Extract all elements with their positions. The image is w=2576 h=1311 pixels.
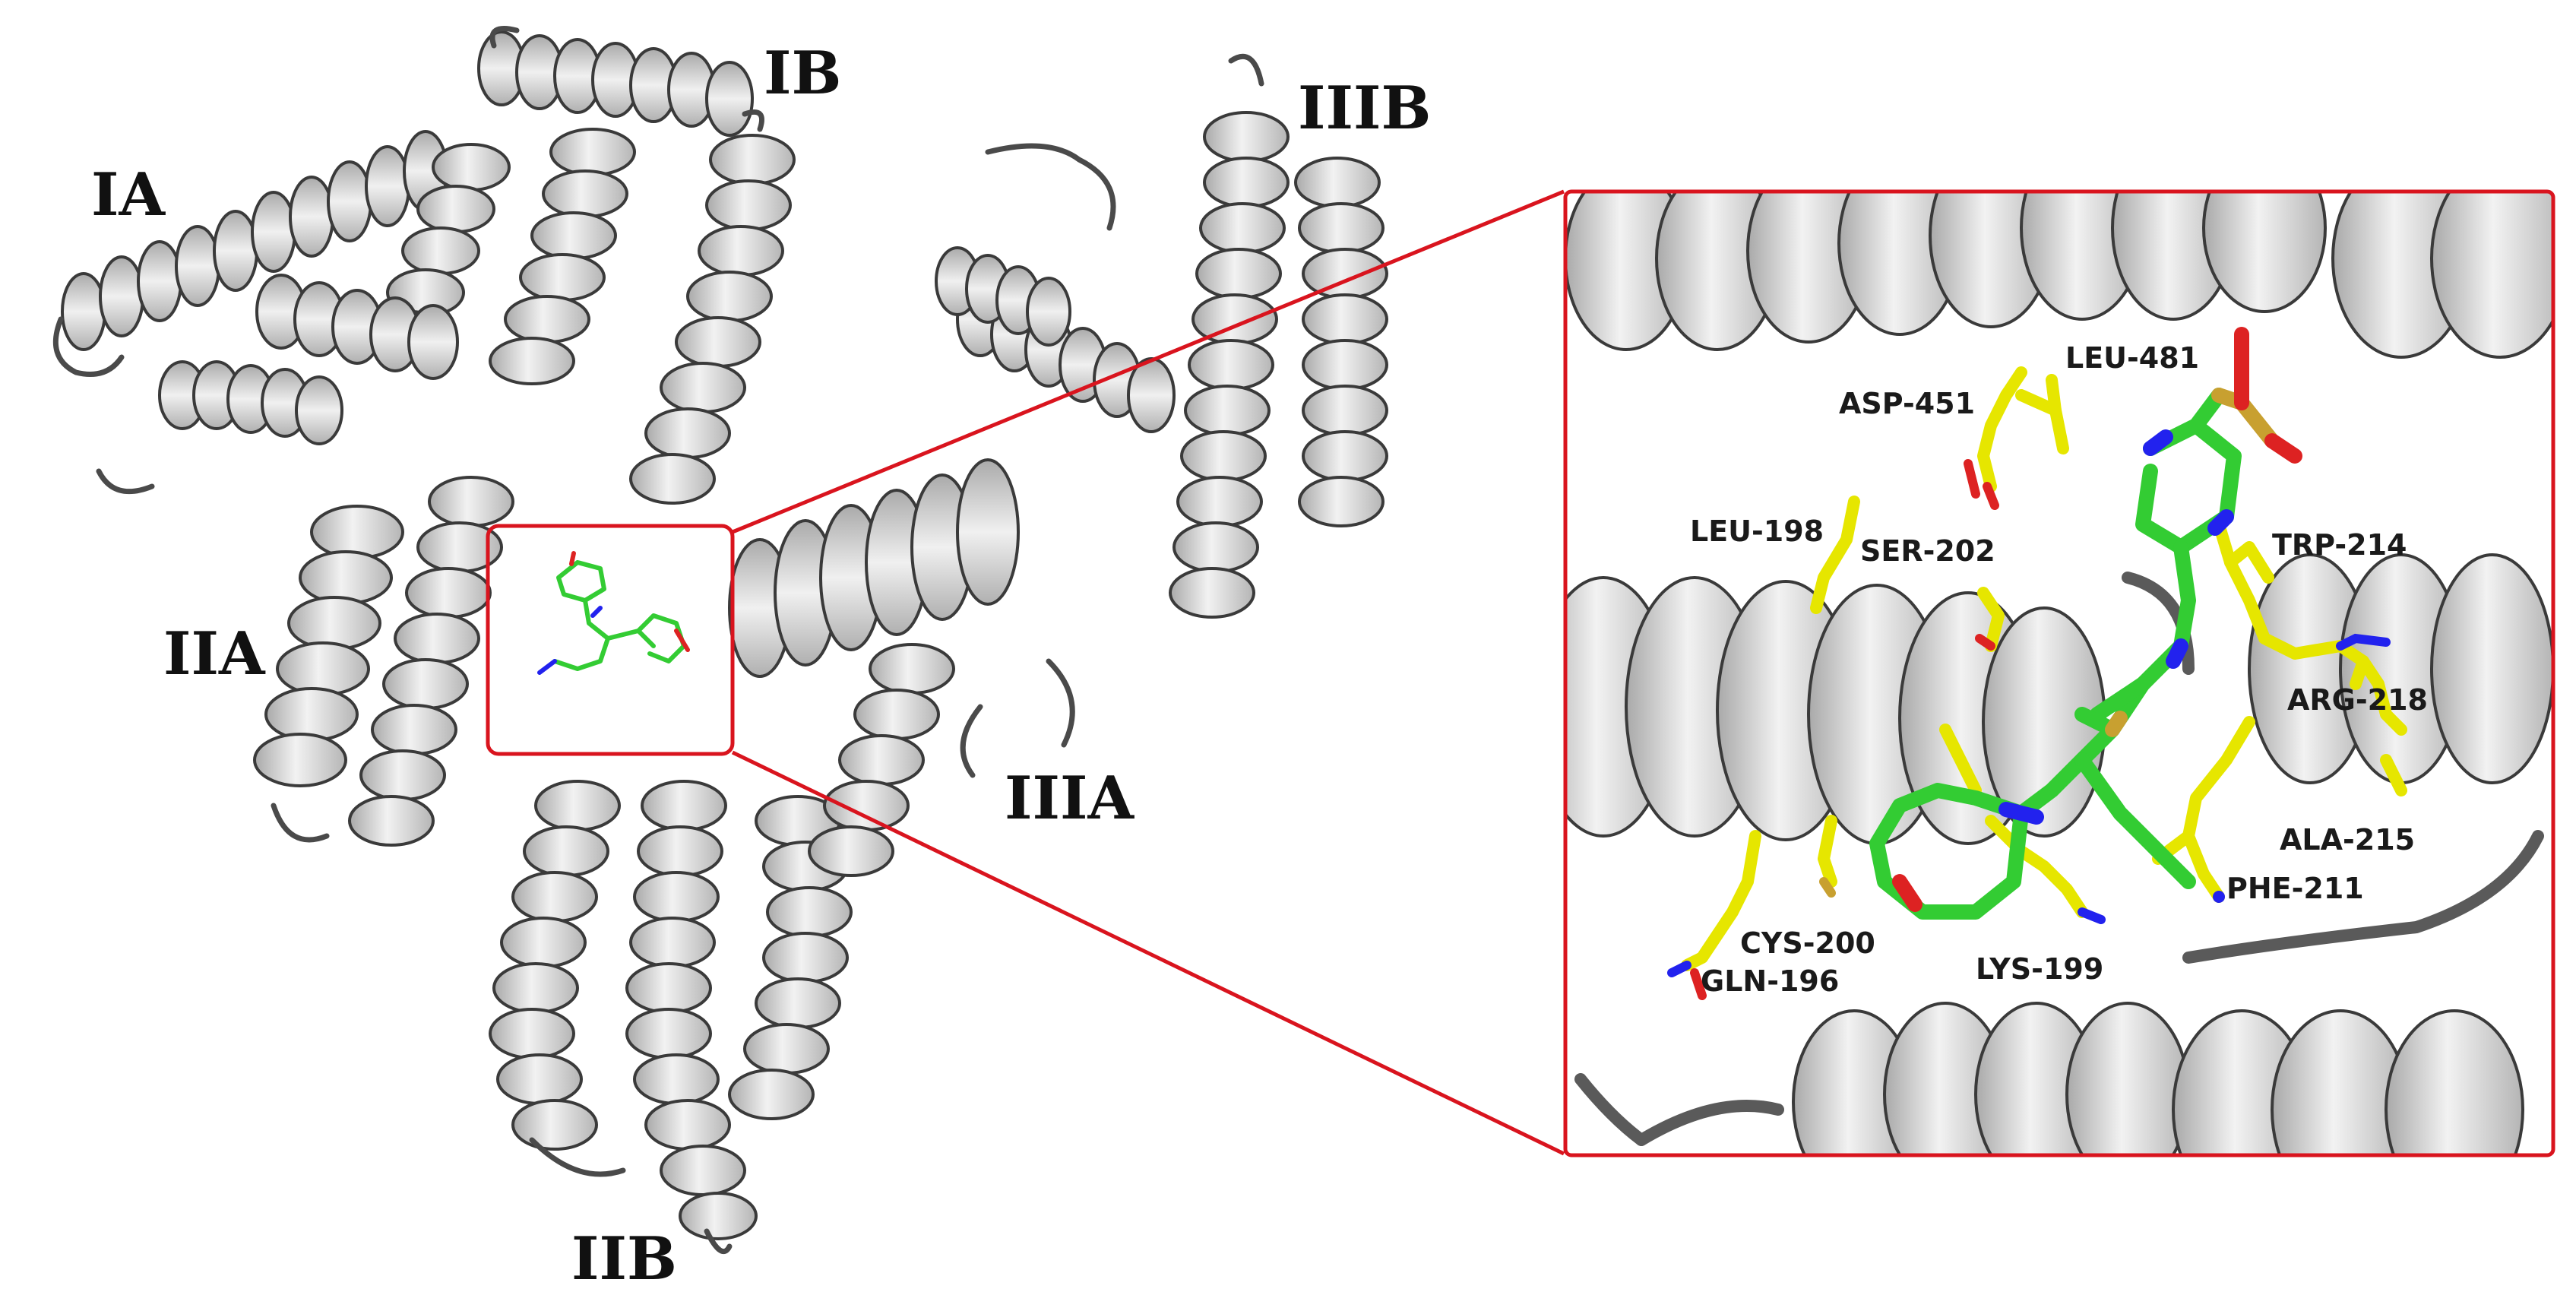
residue-label-phe211: PHE-211 <box>2226 872 2364 905</box>
residue-heteroatoms <box>1667 459 2391 1000</box>
protein-overview <box>52 26 1388 1255</box>
domain-label-iia: IIA <box>163 619 265 689</box>
helix-iib-3 <box>728 795 853 1120</box>
zoom-helix-right <box>2248 553 2553 784</box>
helix-iiib <box>1169 111 1290 619</box>
helix-iiia <box>728 458 1020 678</box>
residue-label-leu198: LEU-198 <box>1690 515 1824 548</box>
residue-label-gln196: GLN-196 <box>1701 964 1840 998</box>
residue-label-leu481: LEU-481 <box>2065 341 2200 375</box>
ligand-zoom <box>1869 388 2242 920</box>
zoom-connector-lines <box>731 189 1565 1156</box>
domain-label-iiia: IIIA <box>1005 764 1134 833</box>
residue-label-ala215: ALA-215 <box>2280 823 2416 857</box>
helix-iiib-2 <box>1294 157 1388 527</box>
helix-iib <box>489 780 621 1151</box>
residue-label-cys200: CYS-200 <box>1740 926 1875 960</box>
zoom-helix-top <box>1565 192 2553 359</box>
zoom-helix-bottom <box>1792 1002 2524 1155</box>
helix-core-1 <box>489 128 636 385</box>
helix-iia <box>253 505 404 787</box>
domain-label-iiib: IIIB <box>1298 74 1432 143</box>
helix-iiib-3 <box>935 246 1071 347</box>
domain-label-ia: IA <box>91 160 166 230</box>
domain-label-ib: IB <box>764 39 842 108</box>
ligand-overview <box>537 551 690 675</box>
helix-ib-vertical <box>629 134 796 505</box>
residue-label-asp451: ASP-451 <box>1839 387 1976 420</box>
residue-label-lys199: LYS-199 <box>1976 952 2104 986</box>
loops <box>52 26 1264 1255</box>
helix-ia-2 <box>255 274 459 380</box>
helix-iia-2 <box>348 476 514 847</box>
zoom-panel-border <box>1563 189 2555 1157</box>
binding-site-highlight-box <box>486 524 735 756</box>
residue-label-trp214: TRP-214 <box>2272 528 2407 562</box>
residue-label-ser202: SER-202 <box>1860 534 1995 568</box>
helix-ia-3 <box>158 360 343 445</box>
helix-iiia-2 <box>808 643 955 877</box>
residue-label-arg218: ARG-218 <box>2287 683 2428 717</box>
zoom-panel <box>1563 189 2555 1157</box>
helix-iib-2 <box>625 780 758 1240</box>
residue-sticks <box>1681 366 2407 971</box>
domain-label-iib: IIB <box>571 1224 677 1294</box>
zoom-helix-mid <box>1565 576 2106 845</box>
ligand-heteroatoms <box>1892 327 2302 912</box>
helix-ia <box>61 130 448 351</box>
zoom-loops <box>1574 572 2544 1146</box>
helix-ib <box>477 30 754 137</box>
